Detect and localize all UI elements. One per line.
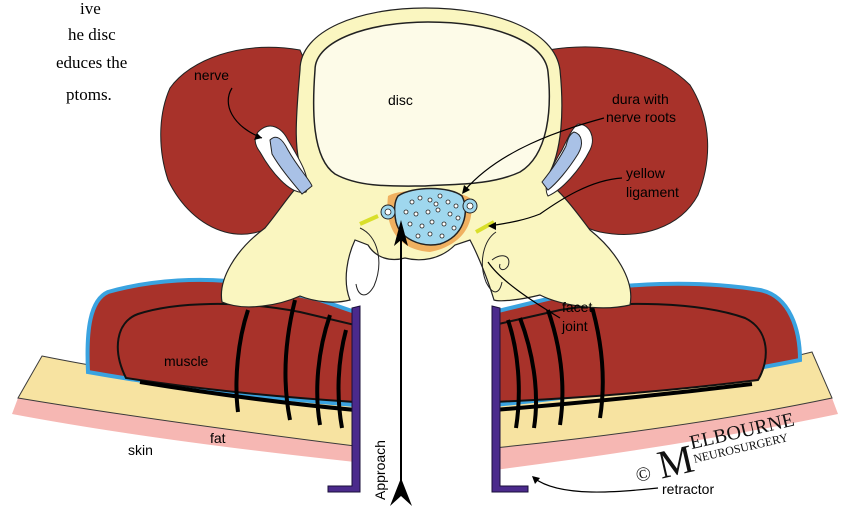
disc <box>314 22 550 186</box>
copyright-symbol: © <box>634 462 654 487</box>
intro-line-1: ive <box>80 0 101 18</box>
nerve-label: nerve <box>194 67 229 83</box>
muscle-label: muscle <box>164 353 209 369</box>
intro-text: ive he disc educes the ptoms. <box>56 0 127 104</box>
disc-label: disc <box>388 92 413 108</box>
intro-line-3: educes the <box>56 53 127 72</box>
dura-label-line1: dura with <box>612 91 669 107</box>
root-sleeve-right <box>463 199 477 213</box>
yellow-ligament-label-line1: yellow <box>626 165 666 181</box>
facet-joint-label-line1: facet <box>562 299 592 315</box>
retractor-leader-head <box>532 476 540 484</box>
intro-line-4: ptoms. <box>66 85 112 104</box>
approach-label: Approach <box>372 440 388 500</box>
facet-joint-label-line2: joint <box>561 318 588 334</box>
fat-label: fat <box>210 430 226 446</box>
yellow-ligament-label-line2: ligament <box>626 184 679 200</box>
intro-line-2: he disc <box>68 25 116 44</box>
skin-label: skin <box>128 442 153 458</box>
root-sleeve-left <box>381 205 395 219</box>
dura-label-line2: nerve roots <box>606 109 676 125</box>
approach-arrow <box>390 220 412 506</box>
